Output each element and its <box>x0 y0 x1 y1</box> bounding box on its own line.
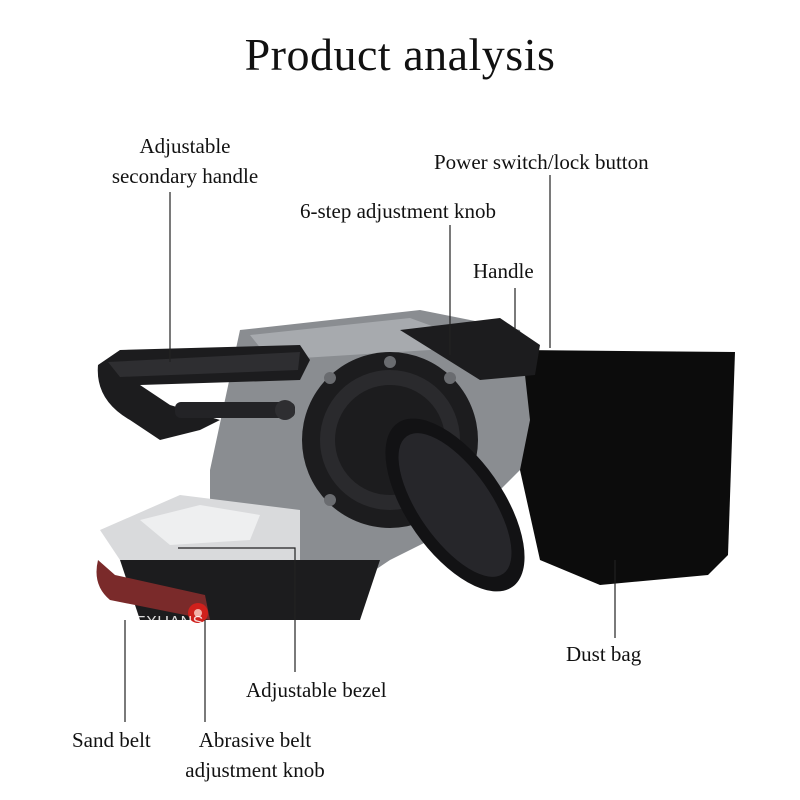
label-adjustable-bezel: Adjustable bezel <box>246 678 387 702</box>
label-abrasive-knob-line1: Abrasive belt <box>198 728 312 752</box>
page-title: Product analysis <box>244 29 556 80</box>
label-abrasive-knob: Abrasive belt adjustment knob <box>160 725 350 785</box>
label-dust-bag: Dust bag <box>566 642 642 666</box>
label-abrasive-knob-line2: adjustment knob <box>185 758 325 782</box>
sand-belt-shape <box>96 560 210 620</box>
dust-bag-shape <box>520 350 735 585</box>
top-handle-shape <box>400 318 540 380</box>
label-handle: Handle <box>473 259 534 283</box>
label-secondary-handle-line2: secondary handle <box>111 164 259 188</box>
label-power-switch: Power switch/lock button <box>434 150 649 174</box>
label-secondary-handle-line1: Adjustable <box>139 134 231 158</box>
callout-lines <box>124 175 616 722</box>
label-sand-belt: Sand belt <box>72 728 151 752</box>
label-secondary-handle: Adjustable secondary handle <box>95 131 275 191</box>
label-6-step-knob: 6-step adjustment knob <box>300 199 496 223</box>
watermark: EXUANS <box>135 614 204 631</box>
